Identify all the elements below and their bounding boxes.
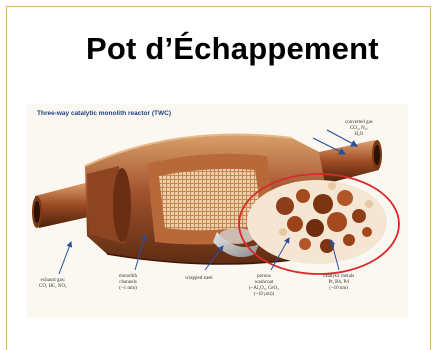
label-monolith-channels: monolith channels (~1 mm): [119, 274, 137, 292]
label-converted-gas: converted gas CO₂, N₂, H₂O: [345, 120, 373, 138]
label-exhaust-gas: exhaust gas: CO, HC, NOₓ: [39, 278, 67, 290]
inlet-pipe: [32, 182, 93, 228]
magnified-washcoat: [247, 180, 387, 264]
label-porous-washcoat: porous washcoat (~Al₂O₃, CeO₂ (~10 μm)): [249, 274, 279, 298]
catalytic-converter-figure: Three-way catalytic monolith reactor (TW…: [27, 104, 408, 318]
label-wrapped-steel: wrapped steel: [185, 276, 213, 282]
slide-title: Pot d’Échappement: [86, 31, 379, 67]
label-catalytic-metals: catalytic metals Pt, Rh, Pd (~10 nm): [323, 274, 354, 292]
